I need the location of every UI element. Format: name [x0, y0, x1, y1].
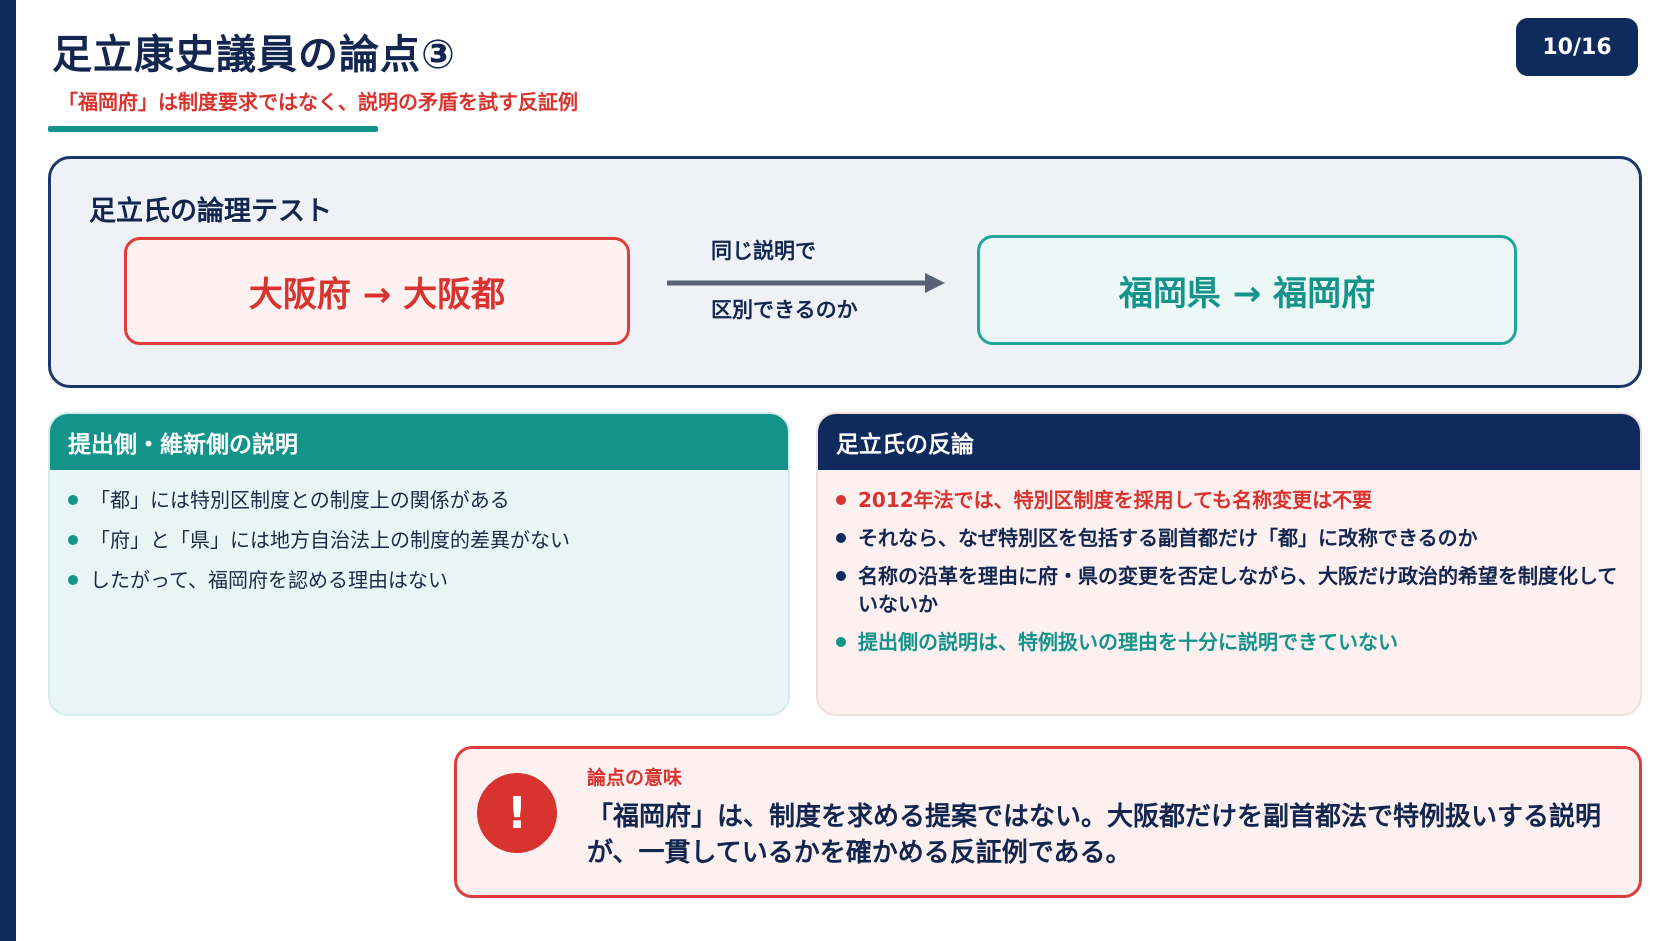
list-item: 「都」には特別区制度との制度上の関係がある [68, 486, 770, 514]
meaning-callout: ! 論点の意味 「福岡府」は、制度を求める提案ではない。大阪都だけを副首都法で特… [454, 746, 1642, 898]
page-subtitle: 「福岡府」は制度要求ではなく、説明の矛盾を試す反証例 [58, 90, 578, 114]
arrow-label-top: 同じ説明で [711, 239, 816, 263]
bullet-icon [836, 571, 846, 581]
list-item: 名称の沿革を理由に府・県の変更を否定しながら、大阪だけ政治的希望を制度化していな… [836, 562, 1622, 618]
logic-test-panel: 足立氏の論理テスト 大阪府 → 大阪都 同じ説明で 区別できるのか 福岡県 → … [48, 156, 1642, 388]
osaka-box: 大阪府 → 大阪都 [124, 237, 630, 345]
list-item: 2012年法では、特別区制度を採用しても名称変更は不要 [836, 486, 1622, 514]
proposer-card-heading: 提出側・維新側の説明 [50, 414, 788, 470]
title-underline [48, 126, 378, 132]
right-arrow-icon [667, 273, 945, 293]
bullet-icon [836, 495, 846, 505]
page-title: 足立康史議員の論点③ [52, 32, 456, 78]
proposer-list: 「都」には特別区制度との制度上の関係がある 「府」と「県」には地方自治法上の制度… [50, 470, 788, 594]
meaning-label: 論点の意味 [587, 767, 683, 789]
list-item: それなら、なぜ特別区を包括する副首都だけ「都」に改称できるのか [836, 524, 1622, 552]
proposer-explanation-card: 提出側・維新側の説明 「都」には特別区制度との制度上の関係がある 「府」と「県」… [48, 412, 790, 716]
list-item: 提出側の説明は、特例扱いの理由を十分に説明できていない [836, 628, 1622, 656]
bullet-icon [68, 575, 78, 585]
bullet-icon [68, 535, 78, 545]
arrow-label-bottom: 区別できるのか [711, 298, 858, 322]
rebuttal-card: 足立氏の反論 2012年法では、特別区制度を採用しても名称変更は不要 それなら、… [816, 412, 1642, 716]
logic-test-heading: 足立氏の論理テスト [89, 196, 332, 227]
left-accent-bar [0, 0, 16, 941]
list-item: したがって、福岡府を認める理由はない [68, 566, 770, 594]
exclamation-icon: ! [477, 773, 557, 853]
bullet-icon [68, 495, 78, 505]
meaning-text: 「福岡府」は、制度を求める提案ではない。大阪都だけを副首都法で特例扱いする説明が… [587, 802, 1602, 868]
bullet-icon [836, 637, 846, 647]
rebuttal-card-heading: 足立氏の反論 [818, 414, 1640, 470]
fukuoka-box: 福岡県 → 福岡府 [977, 235, 1517, 345]
list-item: 「府」と「県」には地方自治法上の制度的差異がない [68, 526, 770, 554]
bullet-icon [836, 533, 846, 543]
rebuttal-list: 2012年法では、特別区制度を採用しても名称変更は不要 それなら、なぜ特別区を包… [818, 470, 1640, 656]
page-number-badge: 10/16 [1516, 18, 1638, 76]
